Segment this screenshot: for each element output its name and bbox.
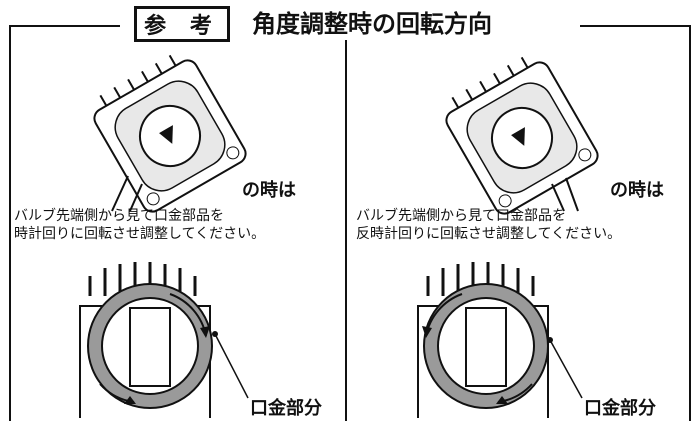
when-label: の時は: [242, 180, 296, 201]
panel-clockwise: の時は バルブ先端側から見て口金部品を 時計回りに回転させ調整してください。 口…: [10, 46, 350, 419]
panel-counterclockwise: の時は バルブ先端側から見て口金部品を 反時計回りに回転させ調整してください。 …: [352, 46, 692, 419]
caption-line-2: 時計回りに回転させ調整してください。: [14, 226, 266, 242]
socket-icon: [79, 262, 249, 418]
when-label: の時は: [610, 180, 664, 201]
reference-badge: 参 考: [134, 6, 230, 42]
led-head-icon: [445, 56, 599, 215]
page-title: 角度調整時の回転方向: [252, 10, 492, 38]
socket-icon: [417, 262, 583, 418]
caption-line-1: バルブ先端側から見て口金部品を: [14, 208, 224, 224]
base-callout: 口金部分: [584, 398, 656, 419]
led-head-icon: [93, 54, 247, 213]
bulb-illustration-cw: [79, 54, 249, 418]
bulb-illustration-ccw: [417, 56, 599, 418]
title-row: 参 考 角度調整時の回転方向: [0, 0, 698, 48]
caption-line-2: 反時計回りに回転させ調整してください。: [356, 226, 622, 242]
caption-line-1: バルブ先端側から見て口金部品を: [356, 208, 566, 224]
base-callout: 口金部分: [250, 398, 322, 419]
